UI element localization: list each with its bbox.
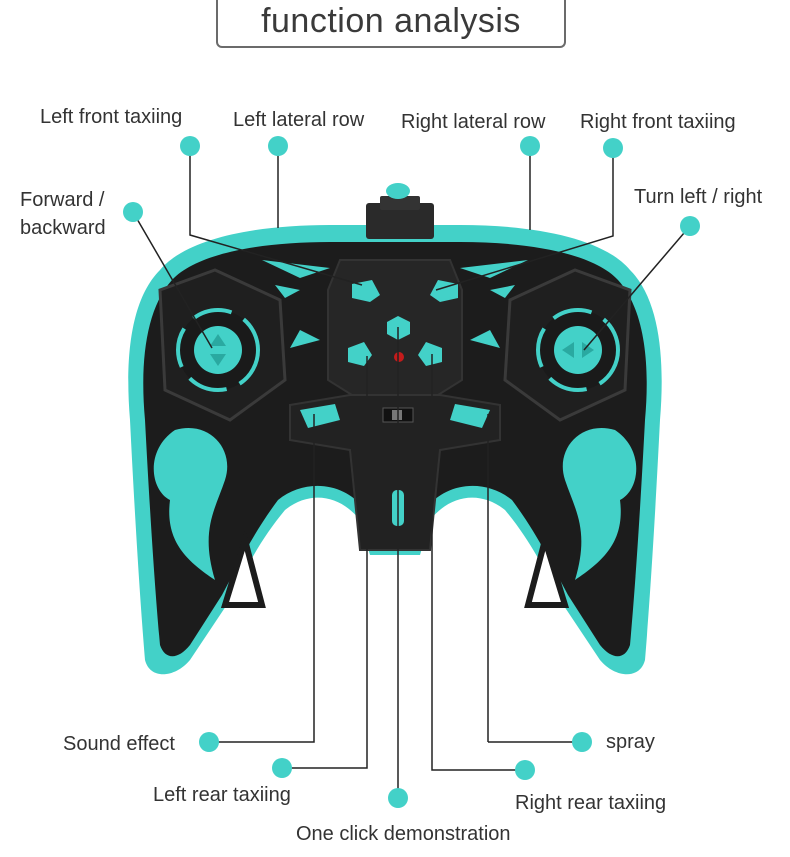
page-title: function analysis (261, 1, 521, 40)
right-flame-icon (562, 428, 637, 580)
label-left-rear-taxiing: Left rear taxiing (153, 784, 291, 806)
arrow-left-icon (562, 342, 574, 358)
left-rear-taxiing-button[interactable] (348, 342, 372, 366)
callout-lines (132, 146, 691, 798)
spray-button[interactable] (450, 404, 490, 428)
label-sound-effect: Sound effect (63, 733, 175, 755)
right-rear-taxiing-button[interactable] (418, 342, 442, 366)
grip-flames (153, 428, 637, 580)
label-right-rear-taxiing: Right rear taxiing (515, 792, 667, 814)
callout-dots (123, 136, 700, 808)
sound-effect-button[interactable] (300, 404, 340, 428)
label-one-click-demonstration: One click demonstration (296, 823, 511, 845)
arrow-right-icon (582, 342, 594, 358)
arrow-down-icon (210, 354, 226, 366)
title-box: function analysis (216, 0, 566, 48)
label-right-lateral-row: Right lateral row (401, 111, 546, 133)
left-front-taxiing-button[interactable] (352, 280, 380, 302)
grip-windows (220, 529, 570, 608)
label-spray: spray (606, 731, 655, 753)
label-right-front-taxiing: Right front taxiing (580, 111, 736, 133)
label-turn-left-right: Turn left / right (634, 186, 763, 208)
label-left-front-taxiing: Left front taxiing (40, 106, 183, 128)
right-joystick[interactable] (503, 268, 632, 422)
label-forward-backward: Forward / backward (20, 189, 106, 239)
top-accents (262, 260, 528, 348)
led-indicator (394, 352, 404, 362)
label-left-lateral-row: Left lateral row (233, 109, 365, 131)
left-flame-icon (153, 428, 228, 580)
arrow-up-icon (210, 334, 226, 346)
